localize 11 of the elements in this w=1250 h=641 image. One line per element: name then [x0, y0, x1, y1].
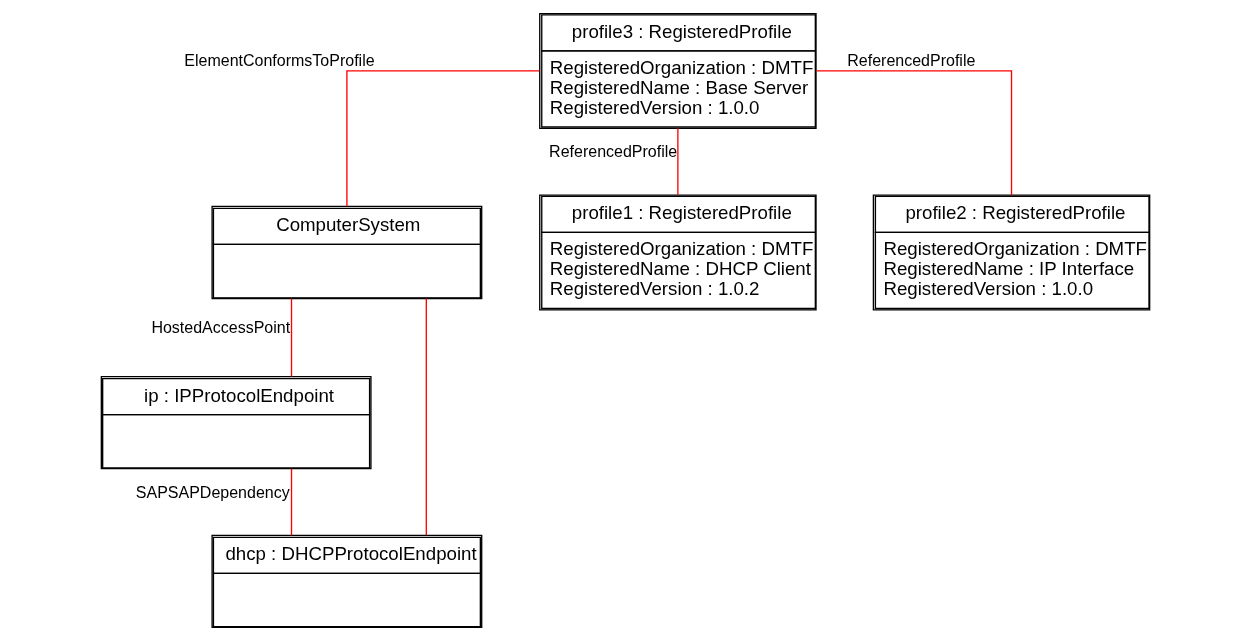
connector [290, 297, 292, 378]
edge-label: ElementConformsToProfile [183, 52, 375, 70]
edge-label: ReferencedProfile [548, 143, 677, 161]
connector [345, 70, 540, 207]
edge-label: ReferencedProfile [846, 52, 975, 70]
edge-label: SAPSAPDependency [135, 483, 290, 501]
connector [425, 297, 427, 536]
connector [815, 70, 1012, 196]
connector [676, 127, 679, 196]
connector [290, 468, 292, 536]
edge-label: HostedAccessPoint [150, 318, 290, 336]
